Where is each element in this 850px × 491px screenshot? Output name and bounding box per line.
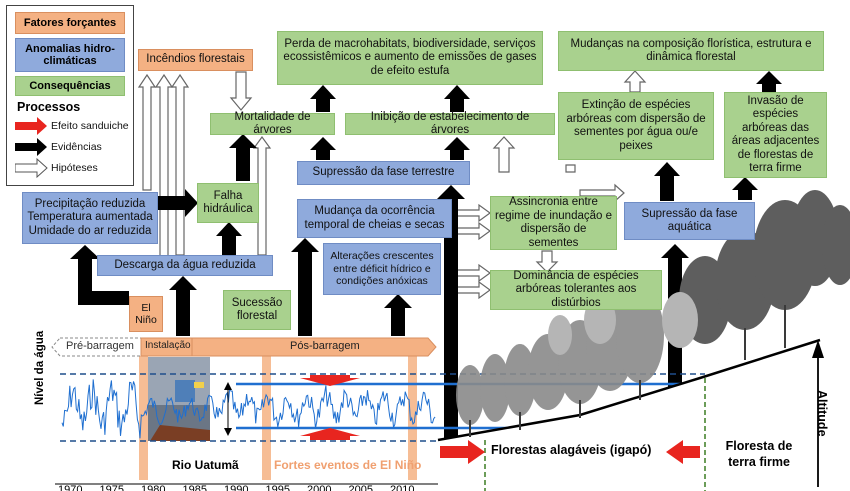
x-tick-label: 2000 <box>307 484 332 491</box>
altitude-arrowhead <box>812 340 824 358</box>
legend-anomalies: Anomalias hidro-climáticas <box>15 38 125 72</box>
legend-hypotheses: Hipóteses <box>51 162 98 174</box>
red-arrow-terrafirme <box>666 440 700 464</box>
box-asynchrony: Assincronia entre regime de inundação e … <box>490 196 617 250</box>
legend-forcing: Fatores forçantes <box>15 12 125 34</box>
hyp-async-inhib <box>492 136 516 173</box>
ev-mort-habitat <box>310 85 336 112</box>
box-extinction: Extinção de espécies arbóreas com disper… <box>558 92 714 160</box>
legend-evidence: Evidências <box>51 141 102 153</box>
ev-inv-1 <box>732 177 758 200</box>
x-tick-label: 1970 <box>58 484 83 491</box>
timeline-pre-label: Pré-barragem <box>66 340 134 352</box>
x-tick-label: 1985 <box>182 484 207 491</box>
ev-discharge-falha <box>216 222 242 255</box>
chart-ylabel: Nível da água <box>34 330 46 405</box>
ev-terr-mort <box>310 137 336 160</box>
box-deficit-anoxic: Alterações crescentes entre déficit hídr… <box>323 243 441 295</box>
box-hydraulic-failure: Falha hidráulica <box>197 183 259 223</box>
timeline-post-label: Pós-barragem <box>290 340 360 352</box>
timeline-install-label: Instalação <box>145 340 191 351</box>
river-label: Rio Uatumã <box>172 458 239 472</box>
box-tree-mortality: Mortalidade de árvores <box>210 111 335 136</box>
elnino-band-1 <box>139 347 148 480</box>
hyp-extinction-comp <box>623 70 647 93</box>
box-composition-changes: Mudanças na composição florística, estru… <box>558 31 824 71</box>
hyp-stub <box>565 164 576 173</box>
ev-elnino-precip <box>70 245 129 305</box>
hollow-arrow-icon <box>15 157 48 179</box>
terra-firme-label: Floresta de terra firme <box>725 439 793 469</box>
x-tick-label: 2010 <box>390 484 415 491</box>
box-disturbance-dominance: Dominância de espécies arbóreas tolerant… <box>490 270 662 310</box>
x-tick-label: 1995 <box>265 484 290 491</box>
box-water-discharge: Descarga da água reduzida <box>97 255 273 276</box>
box-succession: Sucessão florestal <box>223 290 291 330</box>
water-level-series <box>61 379 436 439</box>
elnino-band-3 <box>408 347 417 480</box>
box-invasion: Invasão de espécies arbóreas das áreas a… <box>724 92 827 178</box>
black-arrow-icon <box>15 138 47 156</box>
hyp-arrow-2 <box>154 73 174 271</box>
legend: Fatores forçantes Anomalias hidro-climát… <box>6 5 134 186</box>
legend-processes-title: Processos <box>17 100 81 114</box>
legend-consequences: Consequências <box>15 76 125 96</box>
box-terrestrial-suppression: Supressão da fase terrestre <box>297 161 470 185</box>
strong-events-label: Fortes eventos de El Niño <box>274 458 422 472</box>
box-habitat-loss: Perda de macrohabitats, biodiversidade, … <box>277 31 543 85</box>
hypothesis-arrows <box>137 70 647 300</box>
hyp-fire-mortality <box>229 71 253 111</box>
box-el-nino: El Niño <box>129 296 163 332</box>
ev-post-2 <box>384 294 412 336</box>
altitude-label: Altitude <box>815 390 829 437</box>
ev-post-1 <box>291 238 319 336</box>
ev-falha-mort <box>229 134 257 181</box>
timeline-post <box>191 337 437 357</box>
hyp-down-1 <box>535 250 559 273</box>
hyp-arrow-1 <box>137 73 157 191</box>
box-flood-drought-change: Mudança da ocorrência temporal de cheias… <box>297 199 452 238</box>
ev-dam-discharge <box>169 276 197 336</box>
timeline-pre <box>51 337 142 357</box>
box-wildfires: Incêndios florestais <box>138 49 253 71</box>
legend-sandwich: Efeito sanduiche <box>51 120 129 132</box>
x-tick-label: 2005 <box>348 484 373 491</box>
ev-inv-comp <box>756 71 782 92</box>
box-aquatic-suppression: Supressão da fase aquática <box>624 202 755 240</box>
timeline-bar <box>51 337 437 357</box>
red-arrow-floodplain <box>440 440 485 464</box>
x-tick-label: 1975 <box>99 484 124 491</box>
red-arrow-icon <box>15 117 47 135</box>
x-tick-label: 1990 <box>224 484 249 491</box>
sandwich-arrow-down <box>300 375 360 386</box>
forest-landscape <box>437 190 850 491</box>
ev-terr-inhib <box>444 137 470 160</box>
hyp-arrow-3 <box>170 73 190 256</box>
ev-aqua-ext <box>654 162 680 201</box>
legend-arrow-icons <box>15 117 48 179</box>
elnino-band-2 <box>262 347 271 480</box>
floodplain-label: Florestas alagáveis (igapó) <box>491 443 652 457</box>
ev-precip-falha <box>158 189 198 217</box>
box-establishment-inhibition: Inibição de estabelecimento de árvores <box>345 111 555 136</box>
x-tick-label: 1980 <box>141 484 166 491</box>
box-precipitation: Precipitação reduzida Temperatura aument… <box>22 192 158 244</box>
sandwich-arrow-up <box>300 428 360 440</box>
hyp-arrow-4 <box>252 135 272 256</box>
ev-inhib-habitat <box>444 85 470 112</box>
